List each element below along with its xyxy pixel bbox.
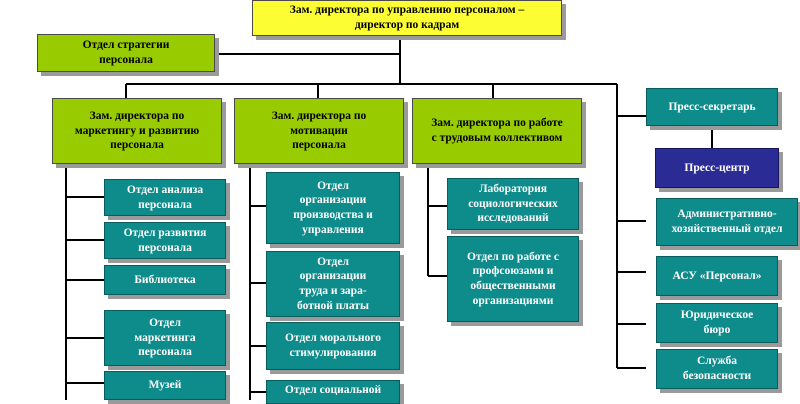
unit-box: Служба безопасности [656,349,778,389]
unit-box: Библиотека [104,265,226,295]
unit-box: Отдел организации производства и управле… [266,172,400,244]
press-secretary-box: Пресс-секретарь [646,88,778,126]
deputy-motivation-box: Зам. директора по мотивации персонала [234,98,404,164]
unit-box: Отдел маркетинга персонала [104,310,226,366]
unit-box: АСУ «Персонал» [656,256,778,296]
unit-box: Лаборатория социологических исследований [447,178,579,230]
strategy-dept-box: Отдел стратегии персонала [37,34,215,72]
unit-box: Отдел организации труда и зара- ботной п… [266,251,400,317]
unit-box: Отдел по работе с профсоюзами и обществе… [447,236,579,322]
unit-box: Отдел социальной [266,380,400,404]
deputy-marketing-box: Зам. директора по маркетингу и развитию … [52,98,222,164]
unit-box: Административно- хозяйственный отдел [656,198,798,246]
deputy-labor-box: Зам. директора по работе с трудовым колл… [412,98,582,164]
unit-box: Юридическое бюро [656,303,778,343]
unit-box: Отдел анализа персонала [104,179,226,216]
unit-box: Музей [104,371,226,400]
head-box: Зам. директора по управлению персоналом … [252,0,562,36]
unit-box: Отдел морального стимулирования [266,322,400,370]
press-center-box: Пресс-центр [655,148,779,188]
unit-box: Отдел развития персонала [104,222,226,259]
